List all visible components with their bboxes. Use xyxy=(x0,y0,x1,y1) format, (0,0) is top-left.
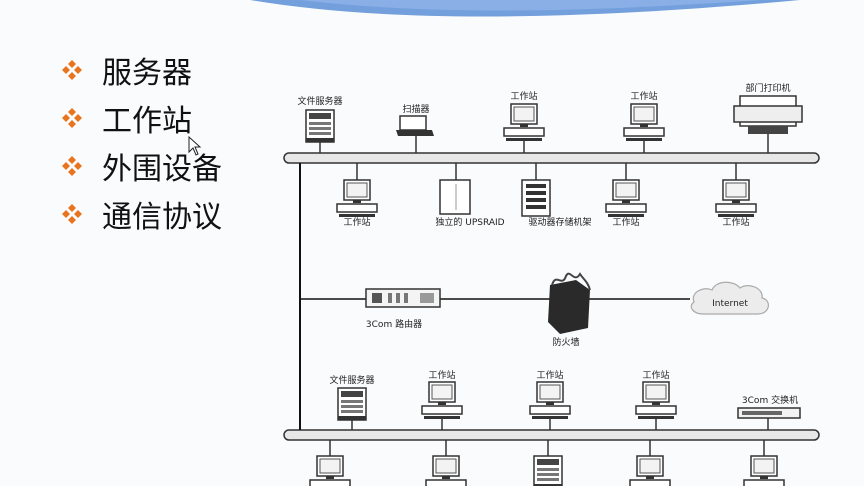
workstation-label: 工作站 xyxy=(722,216,749,228)
bullet-item-servers: 服务器 xyxy=(62,46,222,94)
firewall-label: 防火墙 xyxy=(552,336,579,348)
header-wave xyxy=(250,0,800,17)
router-label: 3Com 路由器 xyxy=(366,318,422,330)
file-server-node: 文件服务器 xyxy=(329,374,375,430)
bullet-item-protocols: 通信协议 xyxy=(62,190,222,238)
ups-raid-label: 独立的 UPSRAID xyxy=(435,216,504,228)
diamond-bullet-icon xyxy=(62,204,82,224)
workstation-label: 工作站 xyxy=(510,90,537,102)
workstation-label: 工作站 xyxy=(428,369,455,381)
dept-printer-node: 部门打印机 xyxy=(733,82,803,153)
bullet-text: 通信协议 xyxy=(102,200,222,235)
workstation-label: 工作站 xyxy=(536,369,563,381)
workstation-node: 工作站 xyxy=(529,369,571,430)
workstation-node: 工作站 xyxy=(503,90,545,153)
bullet-item-workstations: 工作站 xyxy=(62,94,222,142)
workstation-node: 工作站 xyxy=(715,163,757,228)
switch-node: 3Com 交换机 xyxy=(737,394,801,430)
scanner-node: 扫描器 xyxy=(396,103,434,153)
diamond-bullet-icon xyxy=(62,156,82,176)
diamond-bullet-icon xyxy=(62,108,82,128)
workstation-node xyxy=(743,440,785,486)
diamond-bullet-icon xyxy=(62,60,82,80)
bottom-lan-bus xyxy=(283,429,820,441)
workstation-node: 工作站 xyxy=(635,369,677,430)
bullet-list: 服务器 工作站 外围设备 通信协议 xyxy=(62,46,222,238)
workstation-node xyxy=(425,440,467,486)
hot-swap-rack-node: 驱动器存储机架 xyxy=(521,163,592,228)
hot-swap-rack-label: 驱动器存储机架 xyxy=(528,216,591,228)
bullet-text: 外围设备 xyxy=(102,152,222,187)
workstation-node: 工作站 xyxy=(336,163,378,228)
backbone-line xyxy=(299,163,690,430)
scanner-label: 扫描器 xyxy=(402,103,429,115)
firewall-node: 防火墙 xyxy=(548,272,591,348)
dept-printer-label: 部门打印机 xyxy=(745,82,790,94)
switch-label: 3Com 交换机 xyxy=(742,394,798,406)
bullet-text: 工作站 xyxy=(102,104,192,139)
ups-raid-node: 独立的 UPSRAID xyxy=(435,163,505,228)
workstation-label: 工作站 xyxy=(343,216,370,228)
top-lan-bus xyxy=(283,152,820,164)
mouse-cursor-icon xyxy=(188,136,202,156)
file-server-label: 文件服务器 xyxy=(329,374,374,386)
server-node xyxy=(533,440,563,486)
workstation-node: 工作站 xyxy=(623,90,665,153)
internet-cloud: Internet xyxy=(690,281,769,315)
bullet-text: 服务器 xyxy=(102,56,192,91)
workstation-label: 工作站 xyxy=(612,216,639,228)
workstation-label: 工作站 xyxy=(630,90,657,102)
workstation-node: 工作站 xyxy=(421,369,463,430)
workstation-node xyxy=(629,440,671,486)
internet-label: Internet xyxy=(712,299,748,309)
file-server-label: 文件服务器 xyxy=(297,95,342,107)
workstation-node: 工作站 xyxy=(605,163,647,228)
file-server-node: 文件服务器 xyxy=(297,95,343,153)
workstation-label: 工作站 xyxy=(642,369,669,381)
workstation-node xyxy=(309,440,351,486)
bullet-item-peripherals: 外围设备 xyxy=(62,142,222,190)
router-node: 3Com 路由器 xyxy=(365,288,441,330)
